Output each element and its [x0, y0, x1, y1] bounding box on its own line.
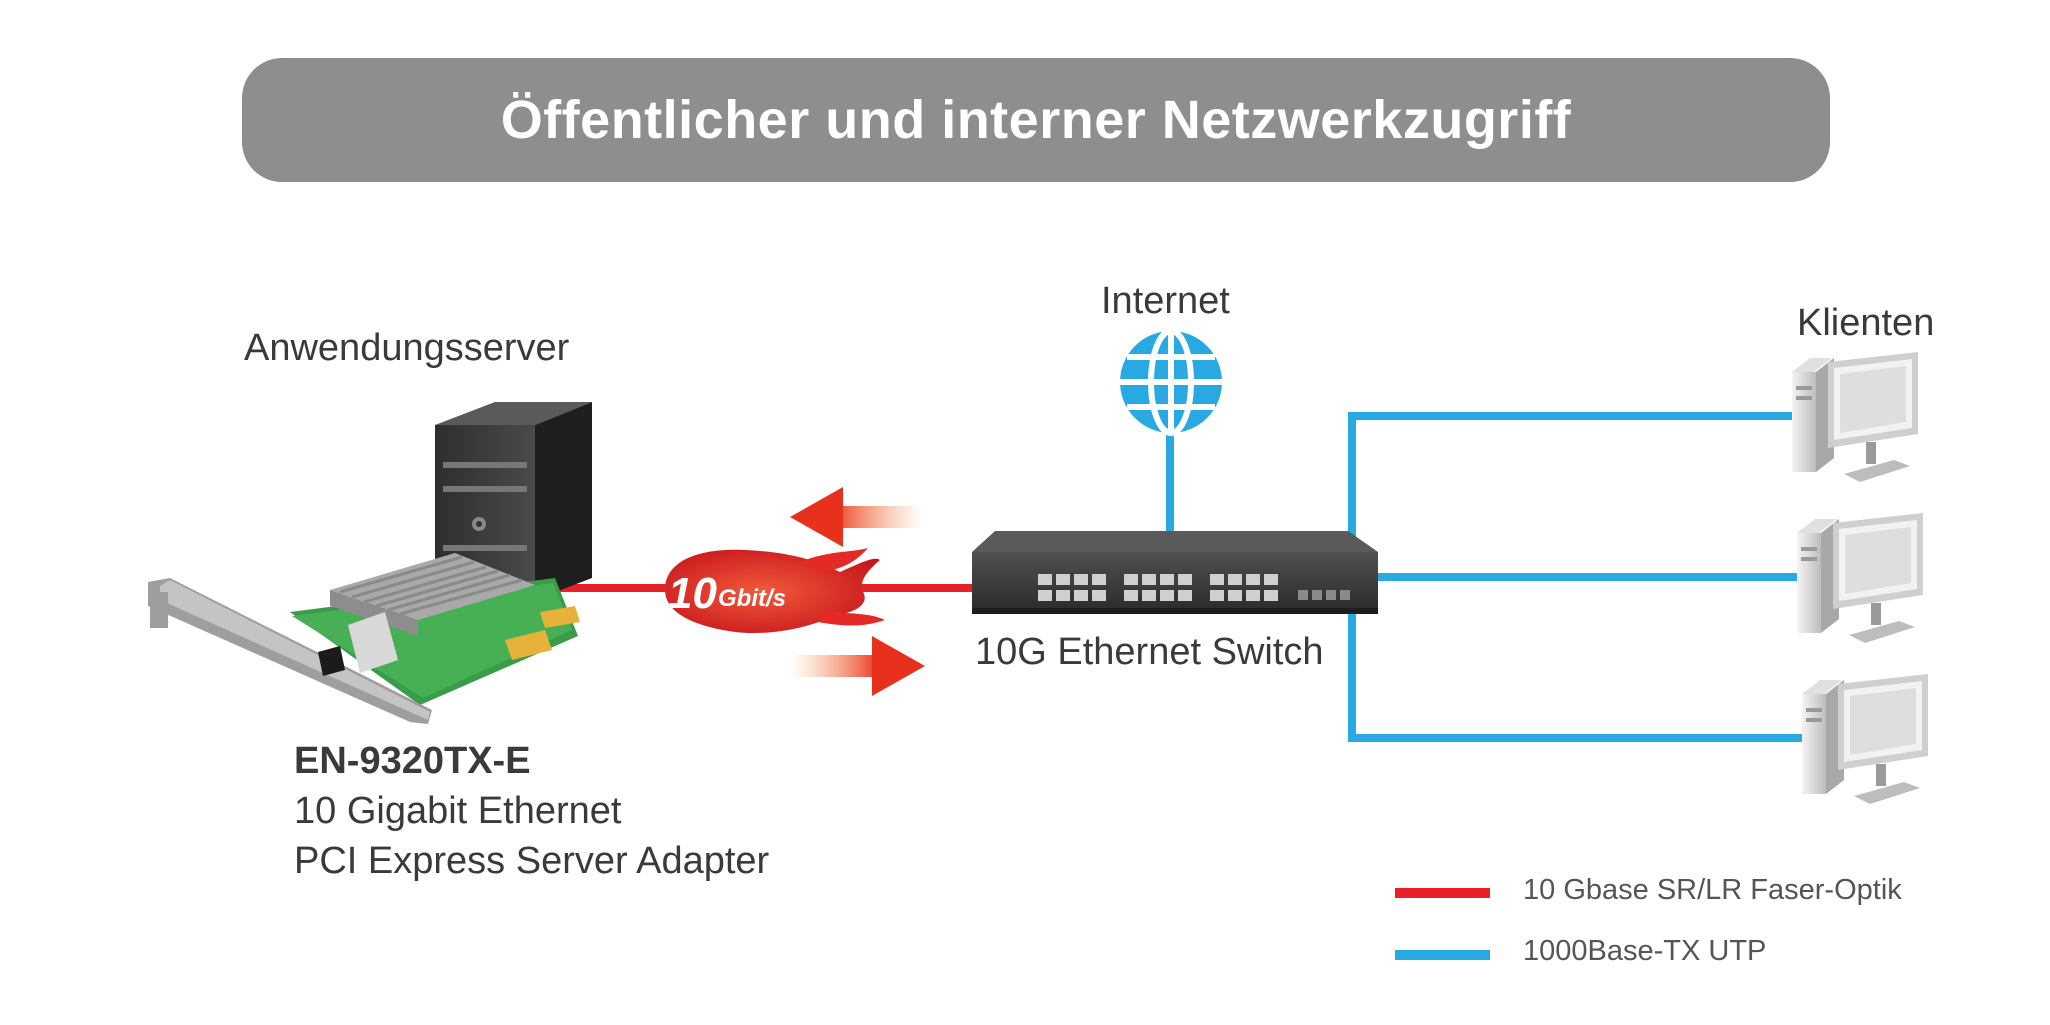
- legend-swatch-utp: [1395, 950, 1490, 960]
- speed-badge-big: 10: [668, 569, 717, 618]
- switch-port: [1210, 590, 1224, 601]
- legend-label-utp: 1000Base-TX UTP: [1523, 935, 1767, 967]
- legend-label-fiber: 10 Gbase SR/LR Faser-Optik: [1523, 874, 1902, 906]
- switch-port: [1038, 590, 1052, 601]
- switch-port: [1246, 574, 1260, 585]
- adapter-line1: 10 Gigabit Ethernet: [294, 790, 622, 832]
- speed-badge-icon: 10 Gbit/s: [665, 548, 885, 634]
- switch-port: [1160, 574, 1174, 585]
- title-banner: Öffentlicher und interner Netzwerkzugrif…: [242, 58, 1830, 182]
- banner-title: Öffentlicher und interner Netzwerkzugrif…: [500, 90, 1572, 150]
- switch-icon: [972, 531, 1378, 614]
- switch-port: [1056, 574, 1070, 585]
- switch-port: [1264, 574, 1278, 585]
- switch-port: [1142, 590, 1156, 601]
- internet-label: Internet: [1101, 280, 1230, 322]
- client-pc-icon: [1797, 513, 1923, 643]
- adapter-model: EN-9320TX-E: [294, 740, 531, 782]
- speed-badge-small: Gbit/s: [718, 585, 786, 612]
- switch-port: [1074, 590, 1088, 601]
- switch-port: [1038, 574, 1052, 585]
- switch-label: 10G Ethernet Switch: [975, 631, 1324, 673]
- clients-label: Klienten: [1797, 302, 1935, 344]
- globe-icon: [1120, 328, 1222, 436]
- switch-port: [1210, 574, 1224, 585]
- arrow-right-icon: [790, 636, 925, 696]
- switch-port: [1178, 590, 1192, 601]
- switch-port: [1160, 590, 1174, 601]
- switch-port: [1074, 574, 1088, 585]
- switch-sfp-port: [1326, 590, 1336, 600]
- arrow-left-icon: [790, 487, 924, 547]
- switch-sfp-port: [1312, 590, 1322, 600]
- server-tower-icon: [435, 402, 592, 600]
- server-label: Anwendungsserver: [244, 327, 570, 369]
- switch-port: [1228, 590, 1242, 601]
- switch-port: [1056, 590, 1070, 601]
- switch-port: [1092, 574, 1106, 585]
- pcie-card-icon: [148, 553, 580, 724]
- client-pc-icon: [1802, 674, 1928, 804]
- client-pc-icon: [1792, 352, 1918, 482]
- switch-sfp-port: [1298, 590, 1308, 600]
- switch-port: [1178, 574, 1192, 585]
- switch-port: [1246, 590, 1260, 601]
- switch-port: [1264, 590, 1278, 601]
- clients-group: [1792, 352, 1928, 804]
- switch-port: [1228, 574, 1242, 585]
- switch-port: [1142, 574, 1156, 585]
- switch-port: [1092, 590, 1106, 601]
- legend-swatch-fiber: [1395, 888, 1490, 898]
- adapter-line2: PCI Express Server Adapter: [294, 840, 770, 882]
- switch-port: [1124, 574, 1138, 585]
- switch-port: [1124, 590, 1138, 601]
- switch-sfp-port: [1340, 590, 1350, 600]
